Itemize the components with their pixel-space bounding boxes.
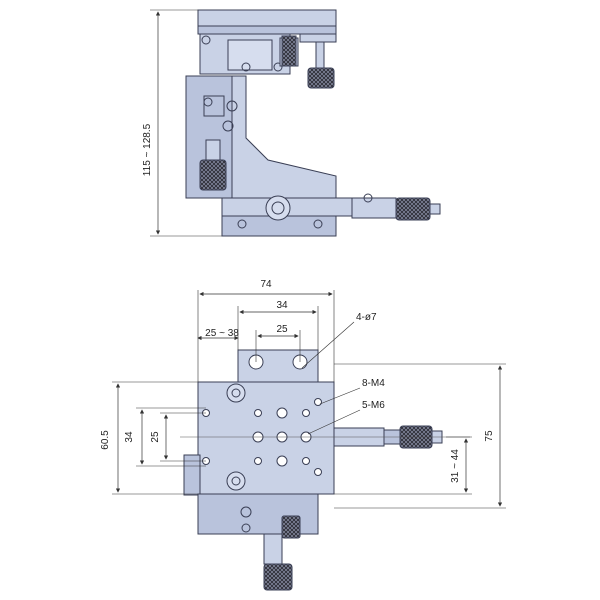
bracket-slot <box>203 95 225 117</box>
top-knob-knurl <box>281 35 297 67</box>
base-boss <box>265 195 291 221</box>
dim-74-label: 74 <box>260 279 272 290</box>
m4-holes <box>202 398 322 476</box>
callout-4-d7: 4-ø7 <box>356 312 377 323</box>
top-plate-lower <box>197 25 337 35</box>
bracket-screw-3 <box>222 120 234 132</box>
top-plate <box>197 9 337 27</box>
bottom-screw-2 <box>241 523 251 533</box>
base-micrometer-knurl <box>395 197 431 221</box>
mount-screw-bottom <box>226 471 246 491</box>
mount-screw-bottom-inner <box>231 476 241 486</box>
callout-8-m4: 8-M4 <box>362 378 385 389</box>
base-screw-2 <box>313 219 323 229</box>
top-body <box>197 381 335 495</box>
side-view: 115 ~ 128.5 <box>142 9 441 237</box>
lock-stem <box>315 41 325 69</box>
dim-34v-label: 34 <box>124 431 135 443</box>
upper-screw-2 <box>241 62 251 72</box>
upper-screw <box>201 35 211 45</box>
height-label: 115 ~ 128.5 <box>142 123 153 176</box>
lock-knob-knurl <box>307 67 335 89</box>
top-view: 74 34 25 25 ~ 38 4-ø7 8-M4 5-M6 60.5 34 … <box>100 279 506 591</box>
side-knob-knurl <box>199 159 227 191</box>
base-micrometer-screw <box>363 193 373 203</box>
upper-screw-3 <box>273 62 283 72</box>
dim-25-label: 25 <box>276 324 288 335</box>
bottom-screw <box>240 506 252 518</box>
bottom-micrometer-knurl <box>263 563 293 591</box>
dim-31-44-label: 31 ~ 44 <box>450 449 461 483</box>
callout-5-m6: 5-M6 <box>362 400 385 411</box>
mount-screw-top <box>226 383 246 403</box>
dim-25-38-label: 25 ~ 38 <box>205 328 239 339</box>
bracket-screw-2 <box>226 100 238 112</box>
side-knob-stem <box>205 139 221 161</box>
bottom-lock-knurl <box>281 515 301 539</box>
base-screw-1 <box>237 219 247 229</box>
mount-screw-top-inner <box>231 388 241 398</box>
dim-34-label: 34 <box>276 300 288 311</box>
top-body-left-tab <box>183 454 201 496</box>
dim-25v-label: 25 <box>150 431 161 443</box>
dim-60-5-label: 60.5 <box>100 430 111 450</box>
bottom-micrometer-sleeve <box>263 533 283 565</box>
lock-lever <box>299 33 337 43</box>
base-micrometer-tip <box>429 203 441 215</box>
dim-75-label: 75 <box>484 430 495 442</box>
base-micrometer-sleeve <box>351 197 397 219</box>
base-boss-inner <box>271 201 285 215</box>
